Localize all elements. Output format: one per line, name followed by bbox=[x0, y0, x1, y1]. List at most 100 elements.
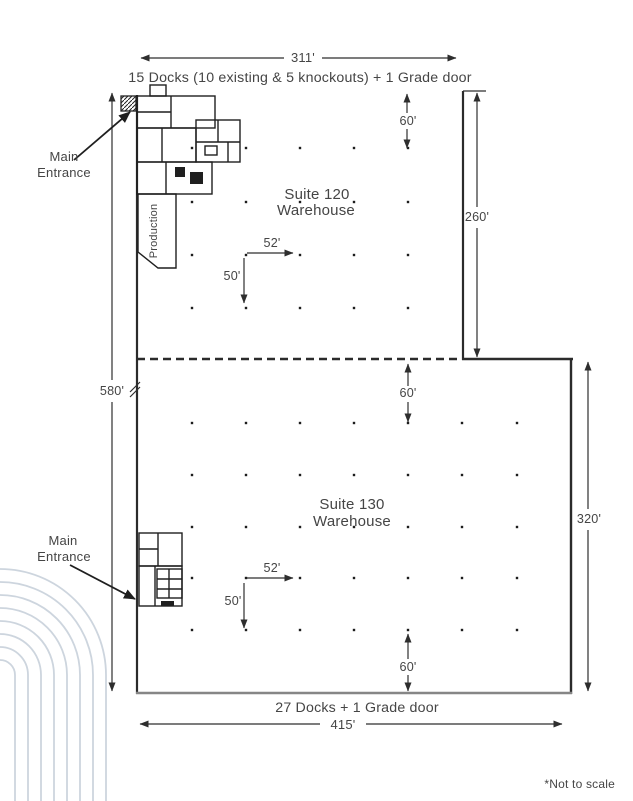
column-grid-dot bbox=[298, 200, 302, 204]
column-grid-dot bbox=[190, 200, 194, 204]
column-grid-dot bbox=[190, 473, 194, 477]
dimension-415: 415' bbox=[139, 717, 563, 732]
dimension-311-label: 311' bbox=[291, 50, 315, 65]
column-grid-dot bbox=[244, 473, 248, 477]
column-grid-dot bbox=[352, 146, 356, 150]
column-grid-dot bbox=[406, 628, 410, 632]
column-grid-dot bbox=[352, 473, 356, 477]
dimension-311: 311' bbox=[140, 50, 457, 65]
column-grid-dot bbox=[515, 473, 519, 477]
column-grid-dot bbox=[352, 253, 356, 257]
column-grid-dot bbox=[406, 525, 410, 529]
column-grid-dot bbox=[244, 576, 248, 580]
column-grid-suite130 bbox=[190, 421, 519, 632]
column-grid-dot bbox=[406, 421, 410, 425]
column-grid-dot bbox=[515, 525, 519, 529]
column-grid-dot bbox=[190, 146, 194, 150]
suite-130-name: Suite 130 bbox=[319, 496, 384, 513]
production-label: Production bbox=[148, 204, 160, 259]
top-docks-label: 15 Docks (10 existing & 5 knockouts) + 1… bbox=[128, 70, 471, 86]
column-grid-dot bbox=[190, 306, 194, 310]
column-grid-dot bbox=[460, 525, 464, 529]
main-entrance-upper-line2: Entrance bbox=[37, 165, 91, 180]
main-entrance-upper: Main Entrance bbox=[37, 111, 131, 180]
suite130-bay-52-label: 52' bbox=[263, 561, 280, 575]
suite130-bay-50-label: 50' bbox=[224, 594, 241, 608]
column-grid-dot bbox=[298, 306, 302, 310]
dimension-580-label: 580' bbox=[100, 384, 124, 398]
dimension-260: 260' bbox=[463, 90, 489, 358]
column-grid-dot bbox=[190, 576, 194, 580]
column-grid-dot bbox=[406, 473, 410, 477]
column-grid-dot bbox=[244, 146, 248, 150]
column-grid-dot bbox=[298, 576, 302, 580]
dimension-260-label: 260' bbox=[465, 210, 489, 224]
column-grid-dot bbox=[352, 525, 356, 529]
suite120-bay-60-top: 60' bbox=[399, 93, 416, 149]
not-to-scale-note: *Not to scale bbox=[544, 777, 615, 791]
column-grid-dot bbox=[460, 473, 464, 477]
suite130-bay-60-top-label: 60' bbox=[399, 386, 416, 400]
main-entrance-lower-line1: Main bbox=[49, 533, 78, 548]
main-entrance-lower: Main Entrance bbox=[37, 533, 136, 600]
column-grid-dot bbox=[244, 200, 248, 204]
column-grid-dot bbox=[298, 146, 302, 150]
column-grid-dot bbox=[190, 628, 194, 632]
column-grid-dot bbox=[298, 253, 302, 257]
column-grid-dot bbox=[298, 525, 302, 529]
suite130-bay-60-bottom: 60' bbox=[399, 633, 416, 692]
column-grid-dot bbox=[460, 628, 464, 632]
column-grid-dot bbox=[460, 576, 464, 580]
column-grid-dot bbox=[190, 421, 194, 425]
column-grid-dot bbox=[406, 253, 410, 257]
main-entrance-lower-line2: Entrance bbox=[37, 549, 91, 564]
column-grid-dot bbox=[352, 576, 356, 580]
column-grid-dot bbox=[190, 525, 194, 529]
suite130-bay-50: 50' bbox=[224, 583, 248, 629]
dimension-415-label: 415' bbox=[331, 717, 356, 732]
column-grid-suite120 bbox=[190, 146, 410, 310]
suite120-bay-52: 52' bbox=[247, 236, 294, 257]
wall-break-mark bbox=[129, 381, 141, 398]
column-grid-dot bbox=[515, 628, 519, 632]
column-grid-dot bbox=[298, 628, 302, 632]
suite130-bay-60-top: 60' bbox=[399, 363, 416, 423]
column-grid-dot bbox=[244, 628, 248, 632]
suite120-bay-52-label: 52' bbox=[263, 236, 280, 250]
suite120-bay-60-label: 60' bbox=[399, 114, 416, 128]
suite120-bay-50: 50' bbox=[223, 258, 248, 304]
suite130-bay-60-bottom-label: 60' bbox=[399, 660, 416, 674]
office-area-suite130 bbox=[138, 532, 183, 607]
dimension-580: 580' bbox=[100, 92, 124, 692]
suite-120-name: Suite 120 bbox=[284, 186, 349, 203]
column-grid-dot bbox=[244, 525, 248, 529]
suite130-bay-52: 52' bbox=[247, 561, 294, 582]
column-grid-dot bbox=[406, 576, 410, 580]
entrance-hatch-box bbox=[120, 95, 137, 112]
column-grid-dot bbox=[352, 628, 356, 632]
suite-130-type: Warehouse bbox=[313, 513, 391, 530]
dimension-320: 320' bbox=[577, 361, 601, 692]
decorative-arcs-background bbox=[0, 568, 107, 801]
building-outline bbox=[129, 91, 573, 695]
dimension-320-label: 320' bbox=[577, 512, 601, 526]
production-room: Production bbox=[137, 193, 177, 269]
column-grid-dot bbox=[515, 576, 519, 580]
suite-130-label: Suite 130 Warehouse bbox=[313, 496, 391, 530]
suite120-bay-50-label: 50' bbox=[223, 269, 240, 283]
suite-120-type: Warehouse bbox=[277, 202, 355, 219]
main-entrance-upper-line1: Main bbox=[50, 149, 79, 164]
column-grid-dot bbox=[352, 200, 356, 204]
column-grid-dot bbox=[406, 200, 410, 204]
column-grid-dot bbox=[244, 421, 248, 425]
column-grid-dot bbox=[352, 421, 356, 425]
suite-120-label: Suite 120 Warehouse bbox=[277, 186, 355, 219]
bottom-docks-label: 27 Docks + 1 Grade door bbox=[275, 700, 439, 716]
column-grid-dot bbox=[244, 306, 248, 310]
column-grid-dot bbox=[352, 306, 356, 310]
column-grid-dot bbox=[244, 253, 248, 257]
office-area-suite120 bbox=[120, 84, 241, 195]
column-grid-dot bbox=[190, 253, 194, 257]
